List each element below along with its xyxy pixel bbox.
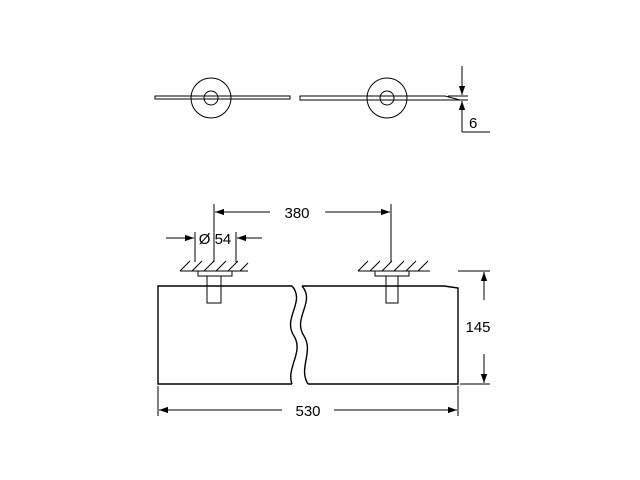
rosette-diameter-dimension: Ø 54 [166, 231, 262, 262]
glass-shelf-front-view [157, 285, 459, 385]
holder-left [197, 270, 233, 304]
overall-width-label: 530 [295, 403, 320, 420]
glass-shelf-top-view [154, 95, 461, 101]
front-view: 380 Ø 54 [157, 204, 491, 420]
top-view: 6 [154, 66, 490, 133]
wall-hatching-left [179, 260, 249, 272]
mount-spacing-dimension: 380 [213, 204, 392, 262]
thickness-label: 6 [469, 115, 477, 132]
holder-right [374, 270, 410, 304]
rosette-left-top-view [190, 77, 232, 119]
thickness-dimension: 6 [448, 66, 490, 133]
depth-dimension: 145 [458, 270, 491, 385]
depth-label: 145 [465, 319, 490, 336]
rosette-diameter-label: Ø 54 [199, 231, 232, 248]
wall-hatching-right [357, 260, 430, 272]
mount-spacing-label: 380 [284, 205, 309, 222]
overall-width-dimension: 530 [157, 386, 459, 420]
rosette-right-top-view [366, 77, 408, 119]
